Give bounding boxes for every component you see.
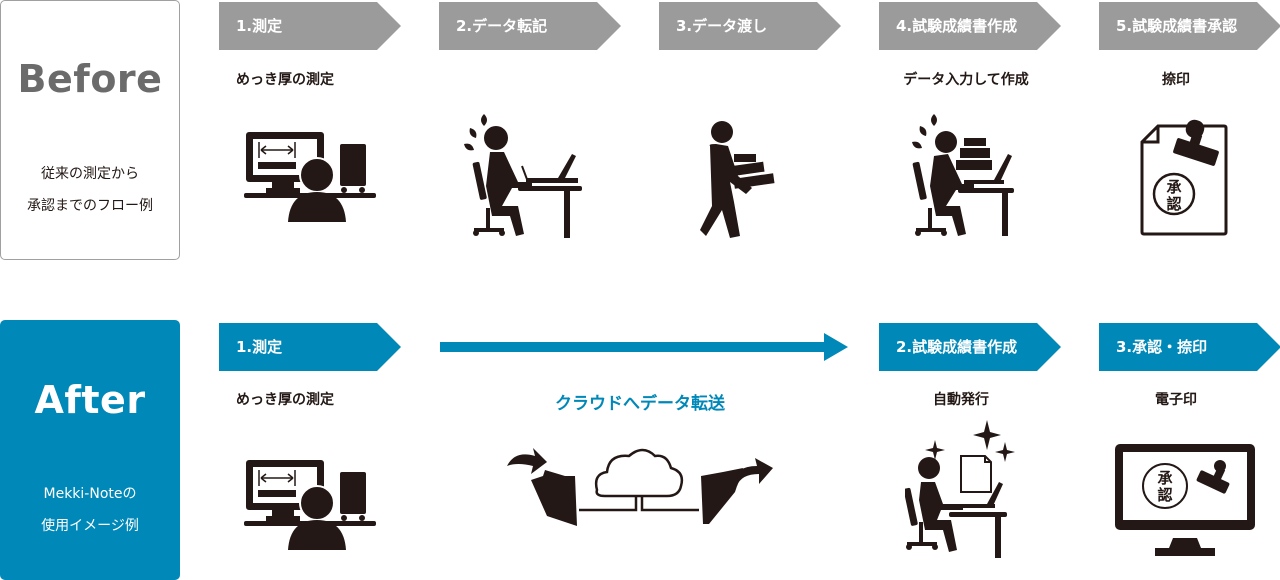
before-subtitle-line2: 承認までのフロー例 bbox=[27, 198, 153, 214]
after-step-2: 2.試験成績書作成 bbox=[879, 323, 1061, 371]
after-subtitle: Mekki-Noteの 使用イメージ例 bbox=[0, 478, 180, 542]
document-stamp-icon: 承 認 bbox=[1140, 119, 1228, 236]
after-step-1: 1.測定 bbox=[219, 323, 401, 371]
happy-worker-document-icon bbox=[905, 420, 1015, 558]
after-subtitle-line1: Mekki-Noteの bbox=[43, 486, 137, 502]
before-step-4-description: データ入力して作成 bbox=[903, 72, 1029, 88]
stamp-text-line2: 認 bbox=[1166, 195, 1181, 213]
e-stamp-text-line2: 認 bbox=[1157, 486, 1172, 504]
after-step-2-description: 自動発行 bbox=[933, 392, 989, 408]
before-step-3: 3.データ渡し bbox=[659, 2, 841, 50]
monitor-measurement-icon bbox=[244, 132, 376, 222]
before-step-4: 4.試験成績書作成 bbox=[879, 2, 1061, 50]
before-step-1: 1.測定 bbox=[219, 2, 401, 50]
overwhelmed-worker-icon bbox=[912, 114, 1014, 236]
after-title: After bbox=[34, 378, 146, 422]
before-step-5-description: 捺印 bbox=[1162, 72, 1190, 88]
before-subtitle-line1: 従来の測定から bbox=[41, 166, 139, 182]
after-label-box bbox=[0, 320, 180, 580]
before-subtitle: 従来の測定から 承認までのフロー例 bbox=[1, 158, 179, 222]
monitor-e-stamp-icon: 承 認 bbox=[1115, 444, 1255, 556]
person-carrying-boxes-icon bbox=[700, 121, 775, 238]
e-stamp-text-line1: 承 bbox=[1157, 469, 1172, 487]
cloud-folder-sync-icon bbox=[507, 448, 773, 526]
cloud-transfer-label: クラウドへデータ転送 bbox=[555, 394, 725, 414]
stamp-text-line1: 承 bbox=[1166, 178, 1181, 196]
after-step-3: 3.承認・捺印 bbox=[1099, 323, 1280, 371]
before-step-5: 5.試験成績書承認 bbox=[1099, 2, 1280, 50]
before-label-box: Before 従来の測定から 承認までのフロー例 bbox=[0, 0, 180, 260]
stressed-desk-worker-icon bbox=[464, 114, 582, 238]
after-step-3-description: 電子印 bbox=[1155, 392, 1197, 408]
after-subtitle-line2: 使用イメージ例 bbox=[41, 518, 139, 534]
before-title: Before bbox=[17, 57, 163, 101]
after-step-1-description: めっき厚の測定 bbox=[236, 392, 334, 408]
monitor-measurement-icon bbox=[244, 460, 376, 550]
before-step-2: 2.データ転記 bbox=[439, 2, 621, 50]
before-step-1-description: めっき厚の測定 bbox=[236, 72, 334, 88]
flow-arrow-icon bbox=[440, 333, 848, 361]
